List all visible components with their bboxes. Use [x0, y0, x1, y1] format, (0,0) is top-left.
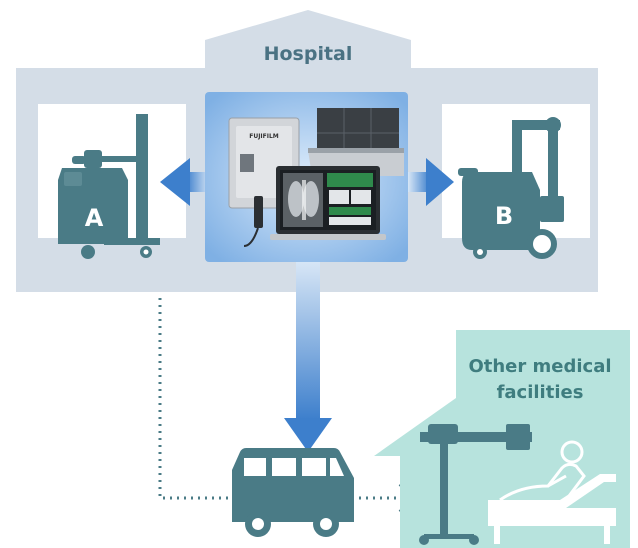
arrow-to-a	[160, 158, 210, 206]
transport-route	[158, 298, 400, 500]
device-brand: FUJIFILM	[249, 133, 279, 140]
hospital-label: Hospital	[264, 43, 353, 65]
other-facilities-line1: Other medical	[468, 356, 611, 377]
arrow-to-b	[408, 158, 454, 206]
unit-b-letter: B	[495, 202, 513, 230]
dr-detector-system-image: FUJIFILM	[205, 92, 408, 262]
other-facilities-line2: facilities	[497, 382, 584, 403]
van-icon	[232, 448, 354, 537]
unit-a-letter: A	[85, 204, 104, 232]
unit-a-panel: A	[38, 104, 186, 259]
arrow-to-transport	[284, 262, 332, 452]
portable-xray-unit-icon	[58, 114, 160, 259]
patient-bed-icon	[488, 440, 616, 544]
unit-b-panel: B	[442, 104, 590, 259]
xray-stand-icon	[419, 424, 532, 545]
mobile-xray-cart-icon	[458, 117, 564, 259]
